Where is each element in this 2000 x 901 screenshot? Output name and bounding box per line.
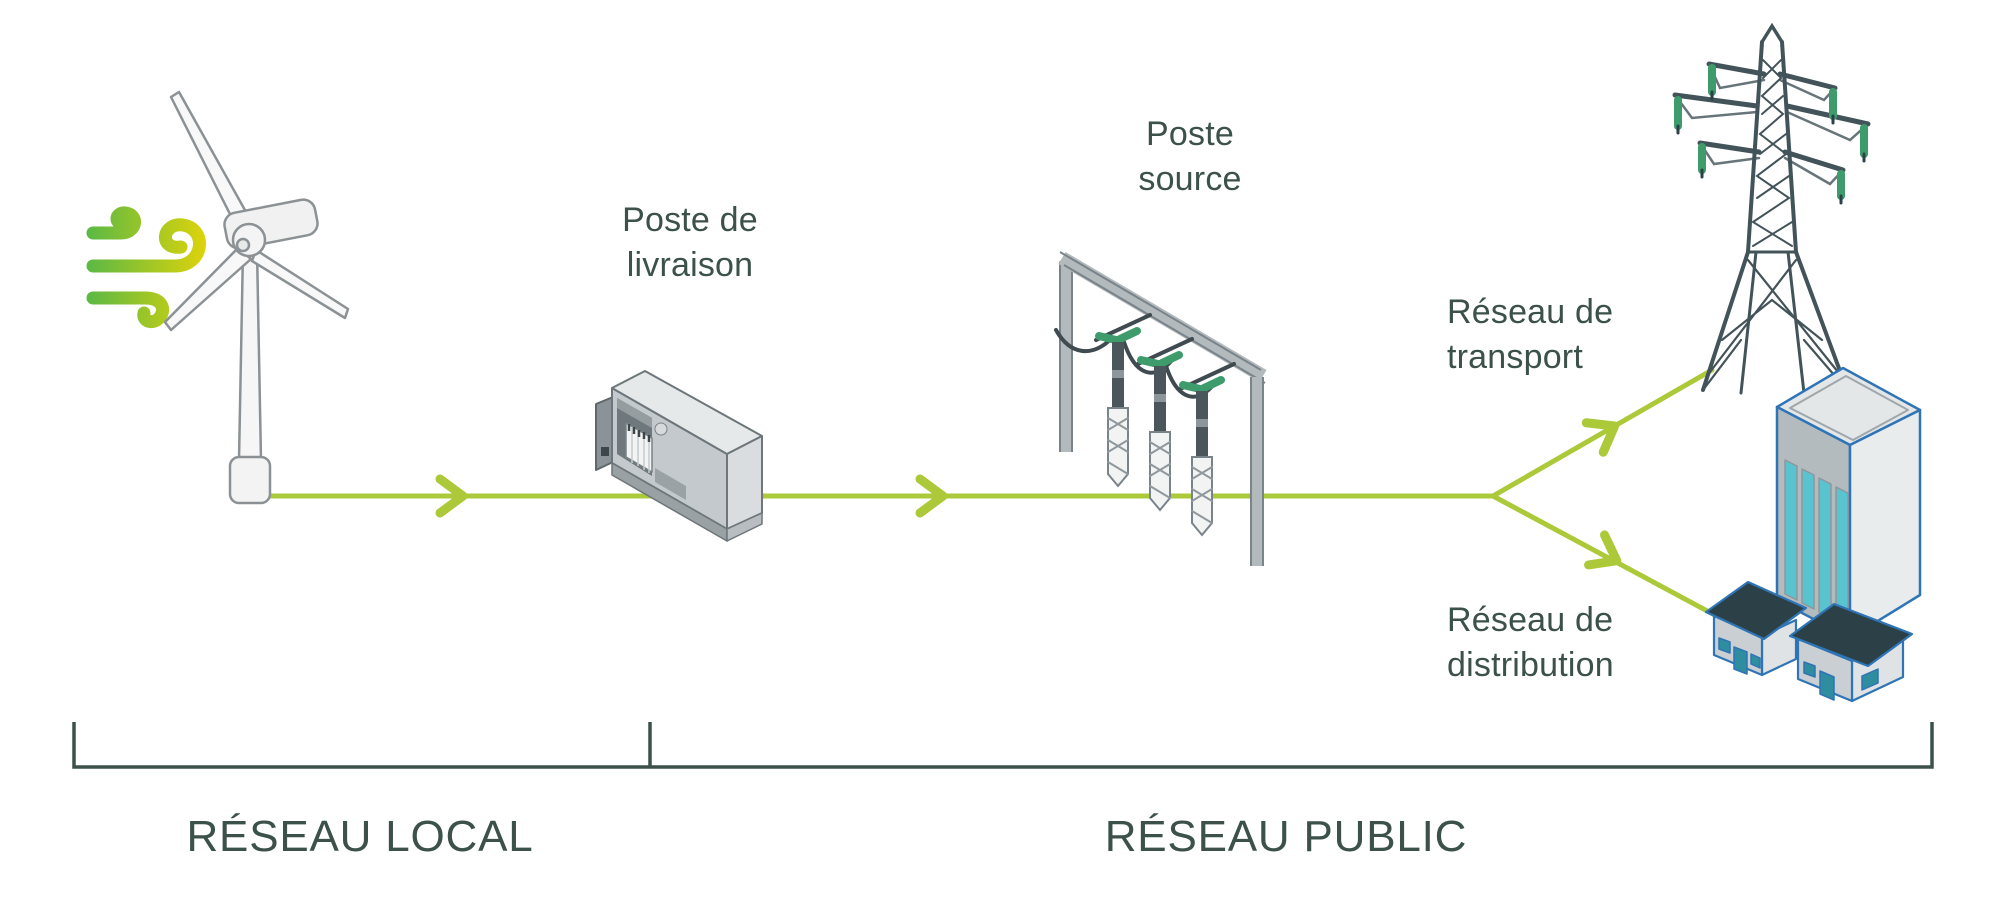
building-icon <box>1775 366 1922 640</box>
transmission-pylon-icon <box>1672 22 1871 395</box>
gantry-insulator <box>1179 376 1225 537</box>
flow-lines <box>249 367 1768 645</box>
wind-gust-icon <box>86 206 206 329</box>
substation-vent <box>655 468 686 500</box>
pylon-insulators <box>1674 64 1868 200</box>
delivery-substation-icon <box>595 370 763 542</box>
house-window <box>1803 661 1816 678</box>
houses-icon <box>1704 580 1914 703</box>
turbine-blade <box>250 248 350 320</box>
house-door <box>1819 670 1835 701</box>
house-window <box>1718 637 1731 654</box>
label-poste-de-livraison: Poste de livraison <box>622 201 758 284</box>
label-poste-source: Poste source <box>1138 115 1242 198</box>
house-roof <box>1704 580 1808 641</box>
zone-label-reseau-local: RÉSEAU LOCAL <box>186 812 534 861</box>
building-windows <box>1784 459 1849 628</box>
flow-arrow-icon <box>1581 418 1620 457</box>
zone-brackets <box>72 722 1934 769</box>
wind-turbine-icon <box>163 90 350 505</box>
house-window <box>1861 668 1879 691</box>
source-substation-icon <box>1054 251 1267 566</box>
label-reseau-de-distribution: Réseau de distribution <box>1447 601 1614 684</box>
building-right-face <box>1848 408 1922 640</box>
house-window <box>1750 653 1761 669</box>
house-door <box>1733 646 1748 675</box>
flow-arrow-icon <box>915 474 948 518</box>
zone-label-reseau-public: RÉSEAU PUBLIC <box>1104 812 1468 861</box>
gantry-insulator <box>1095 327 1141 488</box>
flow-arrow-icon <box>1584 530 1622 570</box>
gantry-insulator <box>1137 351 1183 512</box>
substation-open-door <box>595 396 614 471</box>
turbine-tower <box>237 248 263 462</box>
house-roof <box>1788 602 1914 668</box>
flow-arrow-icon <box>435 474 468 518</box>
turbine-base <box>228 455 272 505</box>
label-reseau-de-transport: Réseau de transport <box>1447 293 1614 376</box>
